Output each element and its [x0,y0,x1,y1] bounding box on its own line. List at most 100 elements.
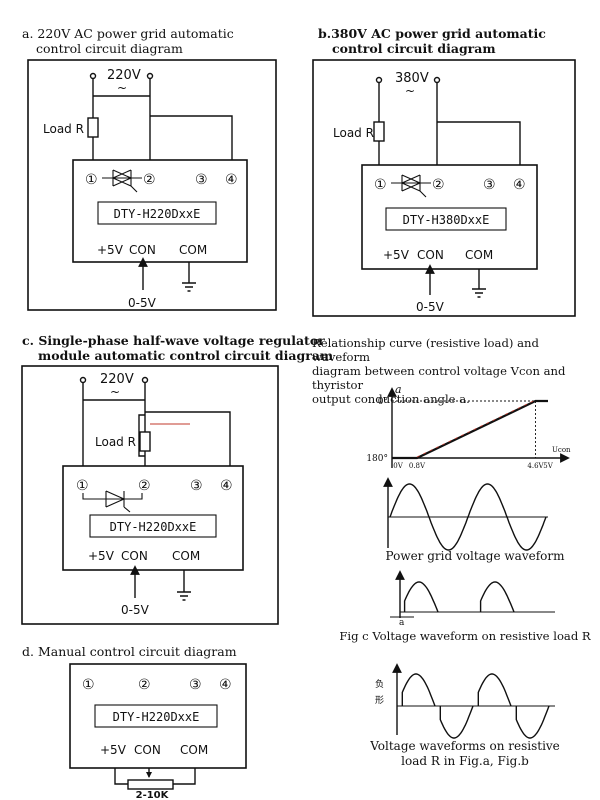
circuit-a-voltage: 220V [107,68,141,83]
caption-rel-line1: Relationship curve (resistive load) and … [312,336,539,364]
grid-wave-caption: Power grid voltage waveform [385,549,565,563]
circuit-c-t4: ④ [220,478,233,494]
circuit-d-t2: ② [138,677,151,693]
fig-c-caption: Fig c Voltage waveform on resistive load… [339,629,591,643]
caption-b-line1: b.380V AC power grid automatic [318,26,546,41]
circuit-a-terminal-n [146,72,154,80]
ab-wave-glyph-2: 形 [375,694,384,706]
circuit-c-voltage: 220V [100,372,134,387]
circuit-c-pin-com: COM [172,549,200,563]
circuit-a-t3: ③ [195,172,208,188]
circuit-a-wires [92,79,233,160]
circuit-d-pot-value: 2-10K [136,790,170,800]
circuit-c-module [62,465,244,571]
circuit-c: 220V ~ Load R ① ② ③ ④ DTY-H220DxxE +5V C… [21,365,279,625]
circuit-a: 220V ~ Load R ① ② ③ ④ DTY-H220DxxE +5V C… [27,59,277,311]
relationship-chart: a Ucon 0° 180° 0V 0.8V 4.6V 5V [366,383,571,470]
rel-chart-xtick-0-8v: 0.8V [409,462,426,470]
circuit-b-frame [312,59,576,317]
caption-rel-line2: diagram between control voltage Vcon and… [312,364,566,392]
ab-wave-caption-line2: load R in Fig.a, Fig.b [401,754,529,768]
circuit-a-triac-icon [102,169,142,193]
caption-b-line2: control circuit diagram [332,41,496,56]
circuit-c-wires [82,383,231,466]
ab-wave-caption-line1: Voltage waveforms on resistive [370,739,560,753]
circuit-a-pin-5v: +5V [97,243,124,257]
circuit-a-t2: ② [143,172,156,188]
circuit-d-pin-com: COM [180,743,208,757]
circuit-d-t1: ① [82,677,95,693]
circuit-a-t1: ① [85,172,98,188]
fig-c-waveform: a [390,570,555,628]
circuit-b-t3: ③ [483,177,496,193]
circuit-a-frame [27,59,277,311]
circuit-b-ac-symbol: ~ [405,84,415,98]
circuit-b-control-range: 0-5V [416,300,445,314]
rel-chart-xtick-5v: 5V [543,462,553,470]
circuit-c-control-range: 0-5V [121,603,150,617]
circuit-b-pin-5v: +5V [383,248,410,262]
circuit-b-terminal-l2 [433,76,441,84]
circuit-b-pin-con: CON [417,248,444,262]
caption-c-line1: c. Single-phase half-wave voltage regula… [22,333,325,348]
caption-d: d. Manual control circuit diagram [22,644,237,659]
circuit-b-ground-icon [472,269,486,298]
circuit-a-t4: ④ [225,172,238,188]
caption-rel-line3: output conduction angle a. [312,392,470,406]
circuit-d-t4: ④ [219,677,232,693]
circuit-a-model-box [97,201,217,225]
circuit-a-module [72,159,248,263]
circuit-a-model: DTY-H220DxxE [114,207,201,221]
fig-c-alpha-label: a [399,618,405,628]
circuit-b-terminal-l1 [375,76,383,84]
caption-a-line2: control circuit diagram [36,41,183,56]
rel-chart-x-label: Ucon [552,446,571,454]
circuit-a-ac-symbol: ~ [117,81,127,95]
circuit-d-module [69,663,247,769]
circuit-b-load-resistor [373,121,385,142]
circuit-c-terminal-l [79,376,87,384]
circuit-c-model: DTY-H220DxxE [110,520,197,534]
caption-relationship: Relationship curve (resistive load) and … [312,336,600,406]
ab-wave-caption: Voltage waveforms on resistive load R in… [345,739,585,769]
circuit-c-t3: ③ [190,478,203,494]
circuit-d-pin-5v: +5V [100,743,127,757]
circuit-c-model-box [89,514,217,538]
circuit-c-load-resistor [139,431,151,452]
circuit-a-load-resistor [87,117,99,138]
circuit-c-terminal-n [141,376,149,384]
circuit-b-wires [378,83,521,165]
grid-waveform [383,477,548,551]
caption-a: a. 220V AC power grid automatic control … [22,26,234,56]
circuit-c-thyristor-icon [82,490,143,513]
caption-c: c. Single-phase half-wave voltage regula… [22,333,333,363]
circuit-b-pin-com: COM [465,248,493,262]
circuit-b-triac-icon [391,174,431,198]
circuit-d-model: DTY-H220DxxE [113,710,200,724]
circuit-c-pin-con: CON [121,549,148,563]
rel-chart-xtick-0v: 0V [393,462,403,470]
circuit-c-frame [21,365,279,625]
caption-a-line1: a. 220V AC power grid automatic [22,26,234,41]
circuit-b-load-label: Load R [333,126,374,140]
circuit-b: 380V ~ Load R ① ② ③ ④ DTY-H380DxxE +5V C… [312,59,576,317]
circuit-b-module [361,164,538,270]
circuit-a-ground-icon [182,262,196,292]
rel-chart-ytick-180: 180° [366,454,388,464]
caption-c-line2: module automatic control circuit diagram [38,348,334,363]
caption-b: b.380V AC power grid automatic control c… [318,26,546,56]
circuit-c-ground-icon [177,570,191,601]
circuit-b-t1: ① [374,177,387,193]
fig-c-wave [403,581,515,613]
rel-chart-xtick-4-6v: 4.6V [527,462,544,470]
circuit-d-model-box [94,704,218,728]
circuit-d-t3: ③ [189,677,202,693]
circuit-a-load-label: Load R [43,122,84,136]
grid-wave-sine [389,483,547,551]
rel-chart-ytick-0: 0° [378,397,388,407]
ab-wave-glyph-1: 负 [375,678,384,690]
circuit-c-ac-symbol: ~ [110,385,120,399]
circuit-a-control-range: 0-5V [128,296,157,310]
circuit-d-pin-con: CON [134,743,161,757]
